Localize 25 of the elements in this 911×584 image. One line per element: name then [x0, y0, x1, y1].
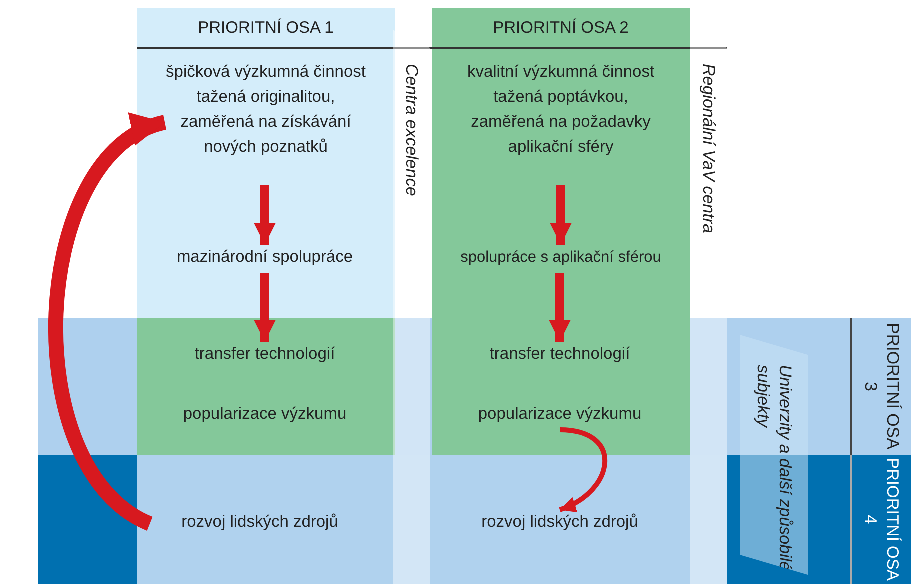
activity-text: mazinárodní spolupráce — [145, 245, 385, 273]
arrow — [254, 273, 276, 342]
curved-arrow — [559, 428, 608, 512]
column-panel — [432, 8, 690, 455]
activity-text: popularizace výzkumu — [145, 402, 385, 430]
vertical-banner: Centra excelence — [393, 30, 430, 584]
curved-arrow — [48, 116, 168, 530]
column-heading: PRIORITNÍ OSA 2 — [492, 18, 630, 39]
activity-text: rozvoj lidských zdrojů — [150, 510, 370, 538]
description-text: špičková výzkumná činnost tažená originalitou, zaměřená na získávání nových poznatků — [165, 60, 367, 185]
arrow — [549, 273, 571, 342]
description-text: kvalitní výzkumná činnost tažená poptávkou, zaměřená na požadavky aplikační sféry — [460, 60, 662, 185]
activity-text: rozvoj lidských zdrojů — [445, 510, 675, 538]
band-panel — [38, 455, 911, 584]
activity-text: transfer technologií — [440, 342, 680, 370]
arrow — [550, 185, 572, 245]
column-heading: PRIORITNÍ OSA 1 — [197, 18, 335, 39]
slanted-banner: Univerzity a další způsobilé subjekty — [740, 335, 808, 575]
activity-text: popularizace výzkumu — [440, 402, 680, 430]
activity-text: transfer technologií — [145, 342, 385, 370]
band-heading: PRIORITNÍ OSA 3 — [850, 318, 911, 455]
activity-text: spolupráce s aplikační sférou — [434, 245, 688, 273]
arrow — [254, 185, 276, 245]
band-heading: PRIORITNÍ OSA 4 — [850, 455, 911, 584]
column-panel — [137, 8, 395, 455]
